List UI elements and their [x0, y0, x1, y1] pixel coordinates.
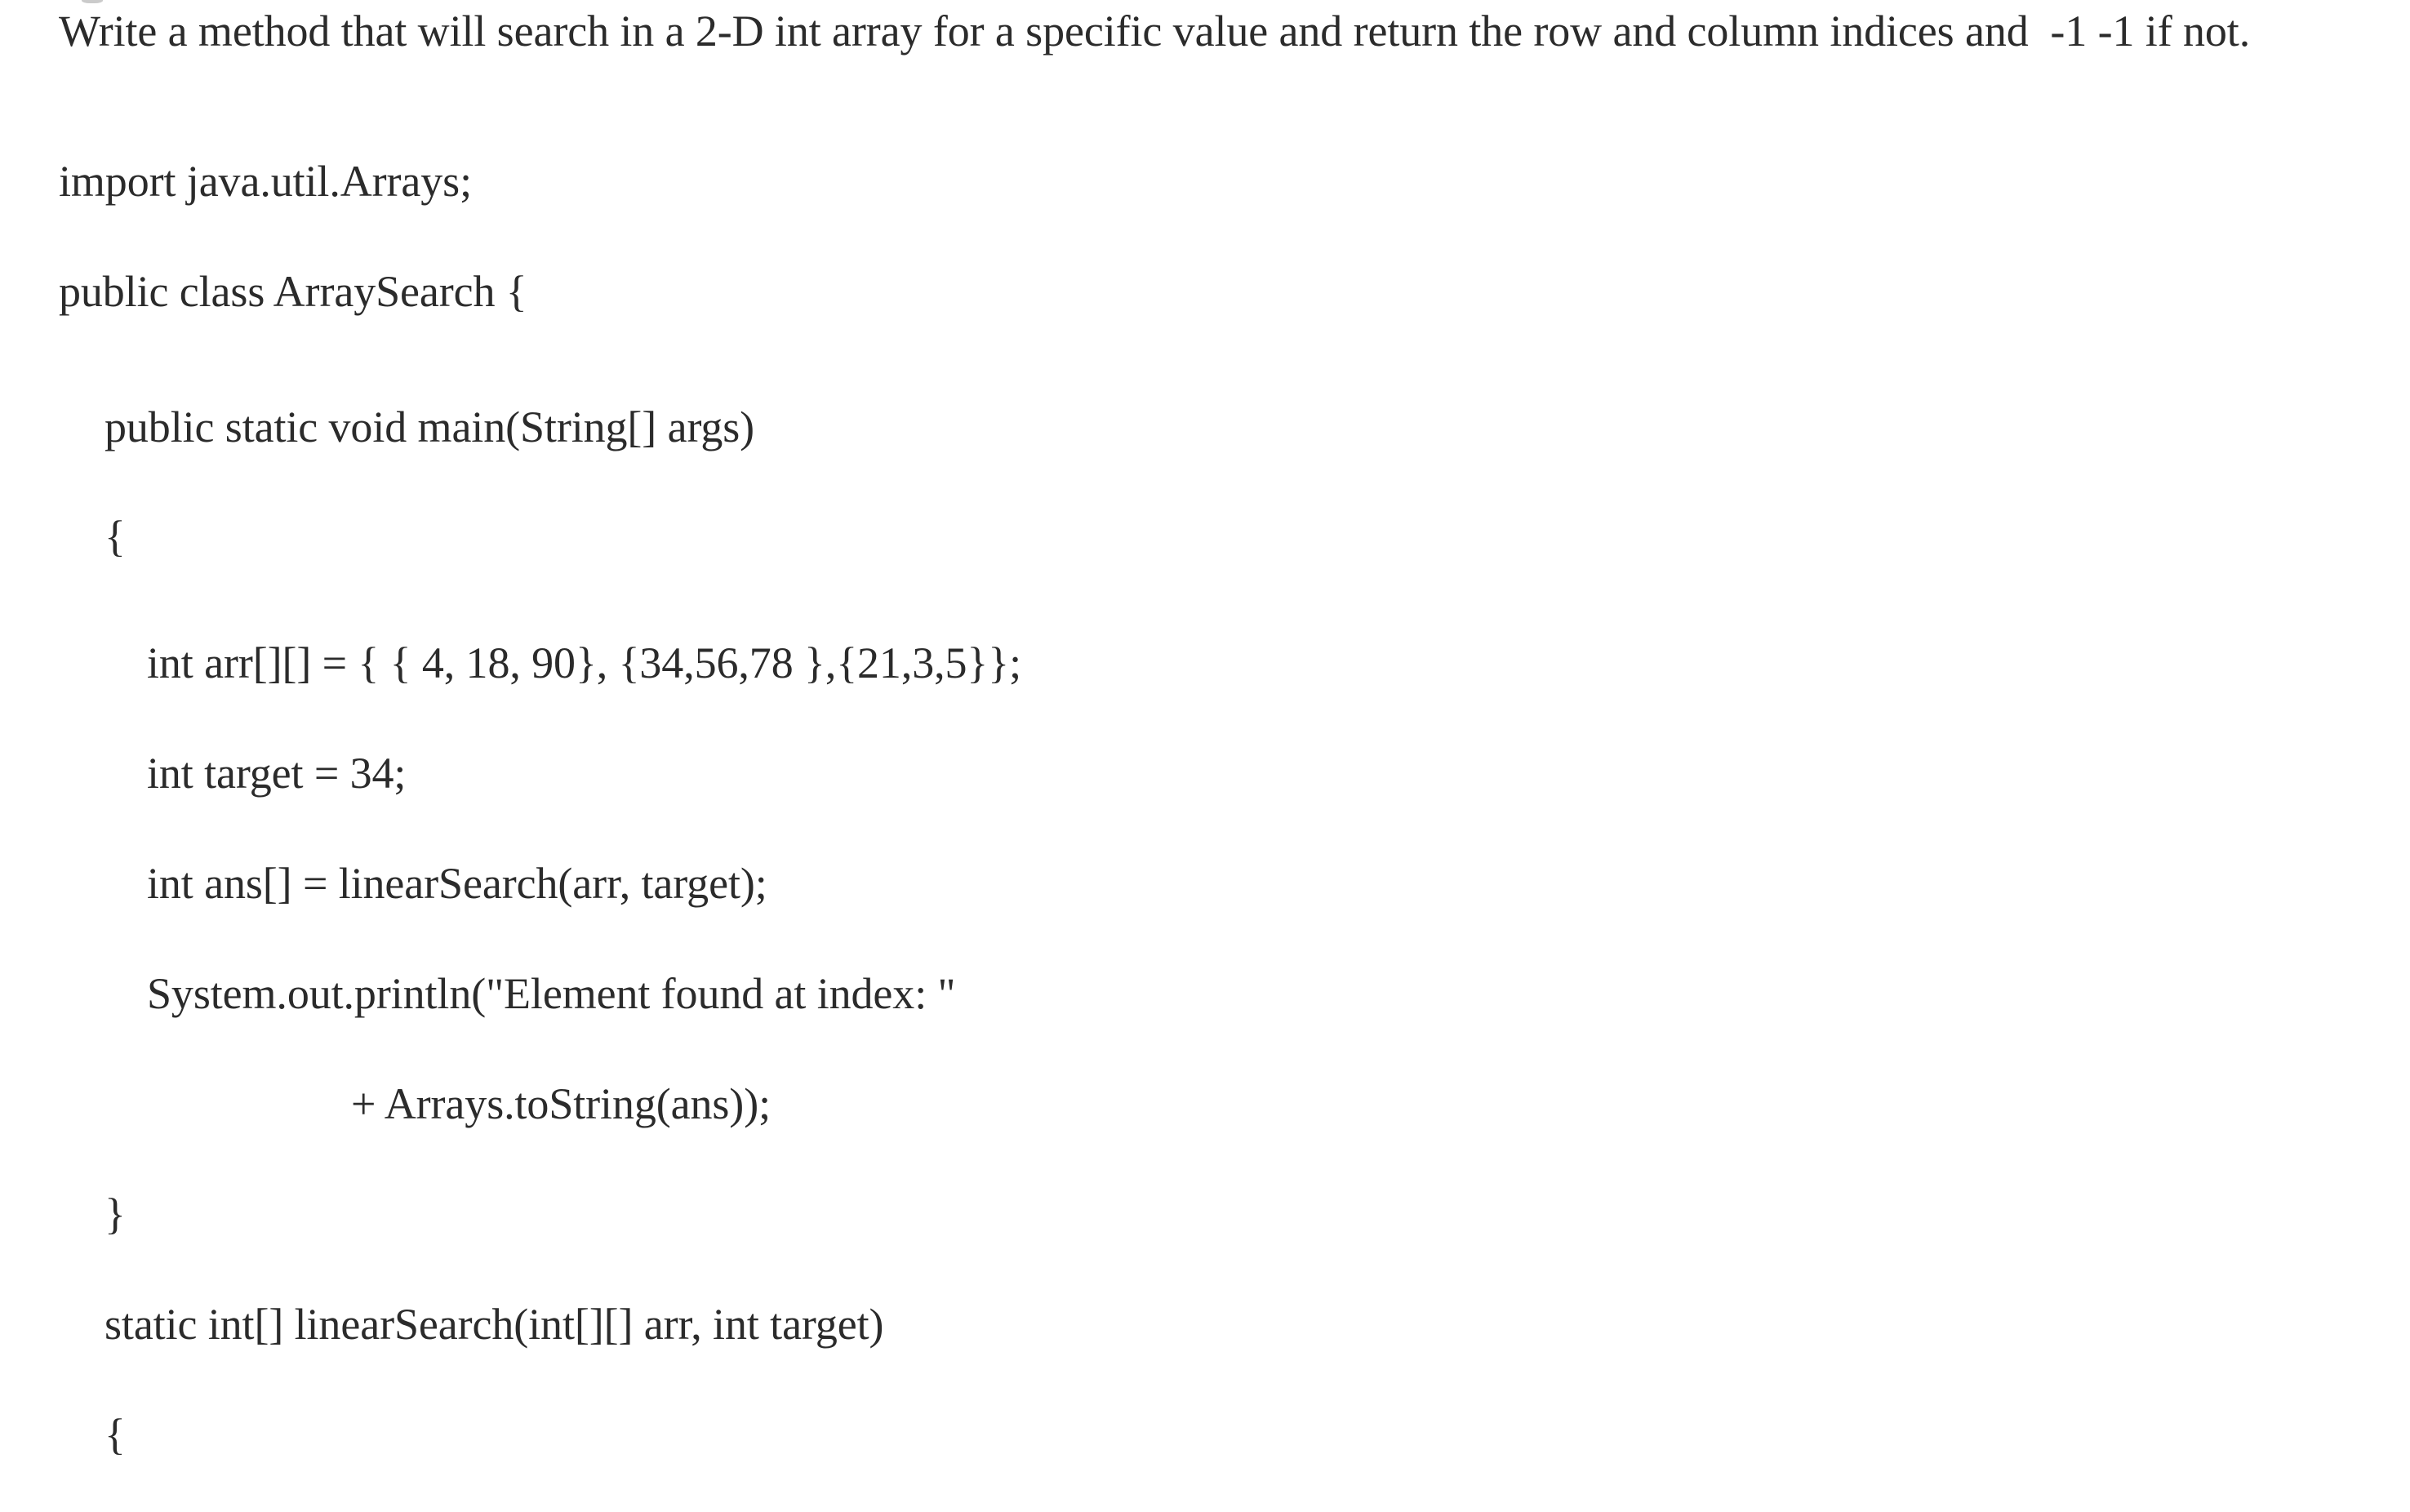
code-line: public static void main(String[] args): [104, 402, 755, 451]
code-line: static int[] linearSearch(int[][] arr, i…: [104, 1300, 884, 1349]
code-line: + Arrays.toString(ans));: [351, 1079, 771, 1128]
prompt-paragraph: Write a method that will search in a 2-D…: [59, 7, 2251, 56]
clipped-text-remnant: [82, 0, 103, 3]
code-line: public class ArraySearch {: [59, 267, 527, 316]
code-line: {: [104, 512, 126, 561]
code-line: {: [104, 1410, 126, 1459]
code-line: import java.util.Arrays;: [59, 157, 472, 206]
code-line: int arr[][] = { { 4, 18, 90}, {34,56,78 …: [147, 638, 1021, 687]
code-line: int ans[] = linearSearch(arr, target);: [147, 859, 767, 908]
code-line: }: [104, 1190, 126, 1239]
code-line: System.out.println("Element found at ind…: [147, 969, 956, 1018]
code-line: int target = 34;: [147, 749, 407, 798]
